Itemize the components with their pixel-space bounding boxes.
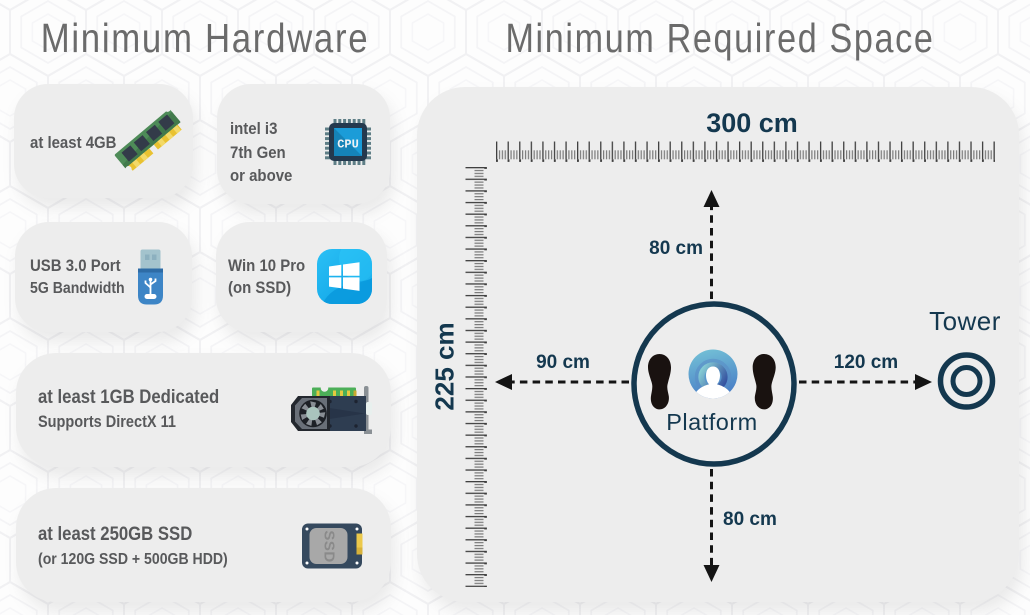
svg-text:CPU: CPU bbox=[337, 138, 359, 152]
svg-text:SSD: SSD bbox=[321, 530, 338, 562]
